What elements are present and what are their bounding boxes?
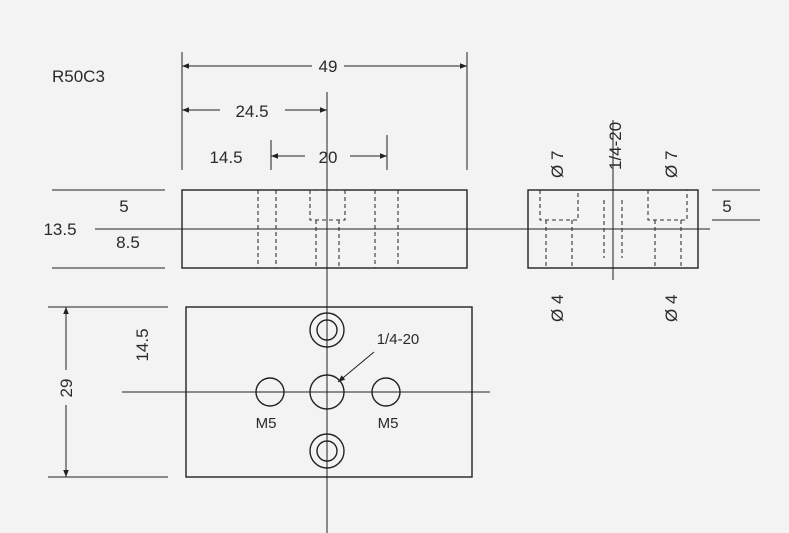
dim-height-total: 13.5 <box>43 220 76 239</box>
label-m5-right: M5 <box>378 415 399 432</box>
m5-hole-right <box>371 377 401 407</box>
side-hole-right: Ø 4 <box>662 295 681 322</box>
counterbore-hole-bottom <box>309 433 345 469</box>
side-thread-center: 1/4-20 <box>606 122 625 170</box>
side-hole-left: Ø 4 <box>548 295 567 322</box>
dim-offset: 14.5 <box>209 148 242 167</box>
dim-total-height: 29 <box>57 379 76 398</box>
part-number: R50C3 <box>52 67 105 86</box>
counterbore-hole-top <box>309 312 345 348</box>
side-counterbore-right: Ø 7 <box>662 151 681 178</box>
dim-height-lower: 8.5 <box>116 233 140 252</box>
label-center-thread: 1/4-20 <box>377 331 420 348</box>
dim-half-height: 14.5 <box>133 328 152 361</box>
side-view: Ø 7 1/4-20 Ø 7 Ø 4 Ø 4 5 <box>527 120 760 322</box>
m5-hole-left <box>255 377 285 407</box>
front-view: 49 24.5 14.5 20 13.5 5 8.5 <box>43 52 710 533</box>
label-m5-left: M5 <box>256 415 277 432</box>
top-view: 29 14.5 M5 M5 1/4-20 <box>48 306 490 478</box>
dim-slot-width: 20 <box>319 148 338 167</box>
side-depth: 5 <box>722 197 731 216</box>
dim-half-width: 24.5 <box>235 102 268 121</box>
center-thread-hole <box>309 374 345 410</box>
dim-height-upper: 5 <box>119 197 128 216</box>
dim-overall-width: 49 <box>319 57 338 76</box>
side-counterbore-left: Ø 7 <box>548 151 567 178</box>
